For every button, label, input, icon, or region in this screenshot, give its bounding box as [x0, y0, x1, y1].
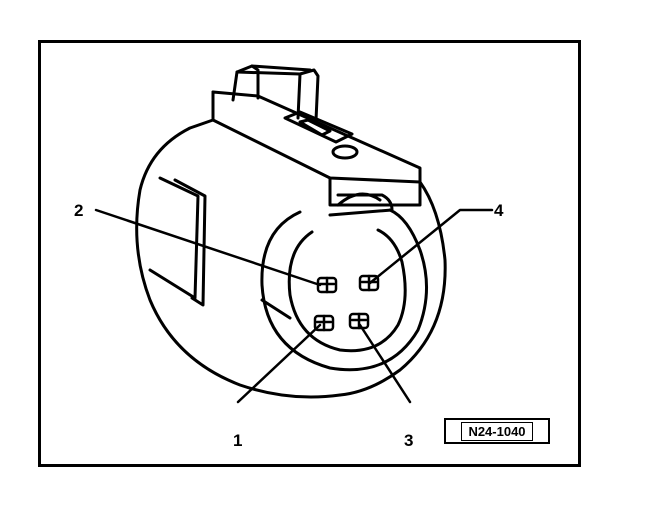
mating-face — [260, 192, 428, 372]
leader-lines — [94, 208, 494, 404]
callout-4: 4 — [494, 201, 504, 220]
leader-3 — [358, 323, 412, 404]
latch-tab — [231, 64, 320, 122]
side-clip — [148, 176, 207, 307]
leader-2 — [94, 208, 322, 287]
housing-body — [135, 118, 447, 399]
callout-1: 1 — [233, 431, 243, 450]
figure-frame — [38, 40, 581, 467]
pin-contacts — [313, 274, 380, 332]
figure-reference: N24-1040 — [444, 418, 550, 444]
leader-1 — [236, 323, 322, 404]
leader-4 — [368, 208, 494, 285]
callout-3: 3 — [404, 431, 414, 450]
figure-reference-label: N24-1040 — [461, 421, 533, 441]
callout-2: 2 — [74, 201, 84, 220]
